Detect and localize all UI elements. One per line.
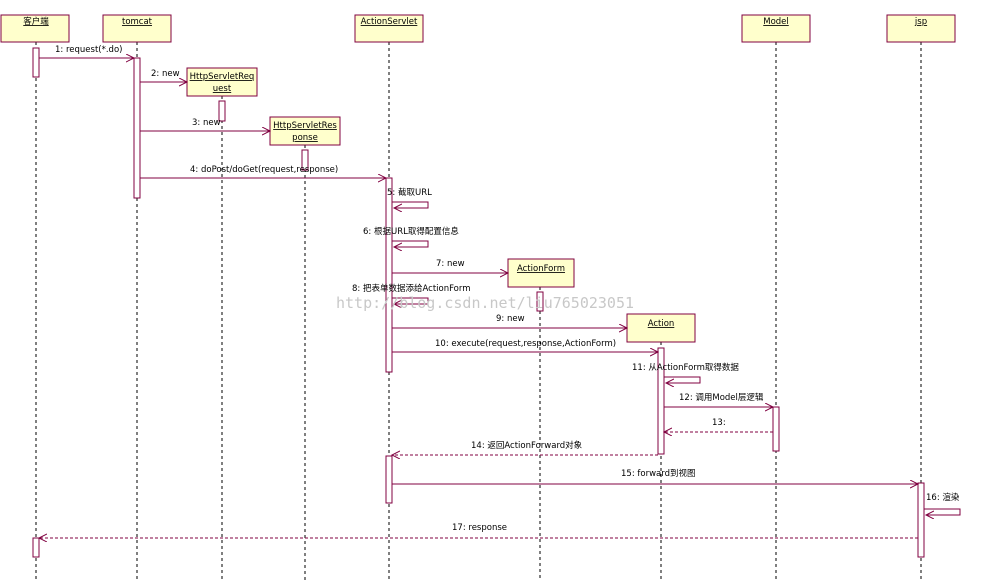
watermark: http://blog.csdn.net/liu765023051 [336,294,634,312]
participant-label-tomcat: tomcat [122,17,153,27]
activation-response [301,149,309,171]
activation-client-2 [32,537,40,558]
messages [39,58,961,538]
message-arrow-6 [392,240,429,247]
participant-label-client: 客户端 [23,16,49,27]
message-label-9: 9: new [496,314,525,324]
message-label-10: 10: execute(request,response,ActionForm) [435,339,616,349]
message-label-4: 4: doPost/doGet(request,response) [190,165,338,175]
message-arrow-5 [392,201,429,208]
activation-actionform [536,291,544,312]
activations [32,47,925,558]
message-label-16: 16: 渲染 [926,492,960,503]
activation-model [772,406,780,452]
message-arrow-16 [924,508,961,515]
participant-box-model [741,14,811,43]
message-arrow-11 [664,376,701,383]
participant-label-request-line1: HttpServletReq [190,72,255,82]
participant-label-actionform: ActionForm [517,264,565,274]
participant-label-jsp: jsp [914,17,927,27]
message-label-12: 12: 调用Model层逻辑 [679,392,764,403]
activation-tomcat [133,57,141,199]
message-label-1: 1: request(*.do) [55,45,122,55]
participant-labels: 客户端 tomcat ActionServlet Model jsp HttpS… [23,16,927,329]
activation-actionservlet-2 [385,455,393,504]
participant-box-jsp [886,14,956,43]
participant-label-action: Action [648,319,675,329]
participant-box-client [0,14,70,43]
participant-box-request [186,67,258,97]
message-label-17: 17: response [452,523,507,533]
participant-box-tomcat [102,14,172,43]
participants [0,14,956,343]
message-label-11: 11: 从ActionForm取得数据 [632,362,739,373]
activation-jsp [917,482,925,558]
message-label-8: 8: 把表单数据添给ActionForm [352,283,471,294]
lifelines [35,42,922,580]
activation-actionservlet-1 [385,177,393,373]
message-label-6: 6: 根据URL取得配置信息 [363,226,459,237]
message-arrow-8 [392,297,429,304]
message-label-13: 13: [712,418,726,428]
message-label-3: 3: new [192,118,221,128]
participant-box-actionservlet [354,14,424,43]
message-label-14: 14: 返回ActionForward对象 [471,440,583,451]
participant-box-response [269,116,341,146]
activation-action [657,347,665,455]
activation-client-1 [32,47,40,78]
participant-label-response-line2: ponse [292,133,318,143]
message-labels: 1: request(*.do) 2: new 3: new 4: doPost… [55,45,960,533]
participant-label-response-line1: HttpServletRes [273,121,337,131]
participant-label-model: Model [763,17,789,27]
message-label-15: 15: forward到视图 [621,468,695,479]
participant-label-request-line2: uest [213,84,232,94]
message-label-2: 2: new [151,69,180,79]
message-label-7: 7: new [436,259,465,269]
participant-label-actionservlet: ActionServlet [361,17,418,27]
message-label-5: 5: 截取URL [387,187,432,198]
activation-request [218,100,226,122]
